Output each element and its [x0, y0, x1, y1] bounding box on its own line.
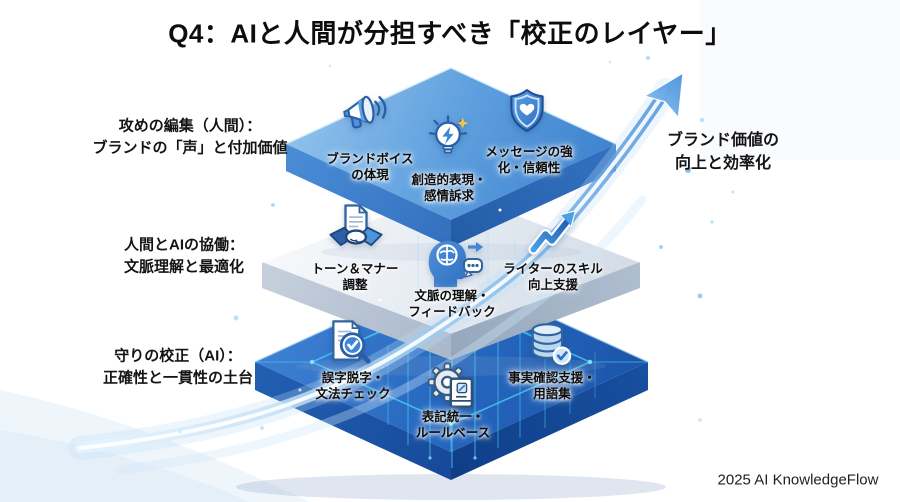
credit-text: 2025 AI KnowledgeFlow — [717, 471, 879, 489]
side-label-collaboration: 人間とAIの協働： 文脈理解と最適化 — [123, 236, 245, 275]
side-label-defense: 守りの校正（AI）： 正確性と一貫性の土台 — [102, 347, 254, 386]
item-label-brand-voice: ブランドボイス の体現 — [326, 151, 414, 182]
bottom-shadow — [236, 474, 666, 500]
document-check-icon — [321, 318, 375, 372]
page-title: Q4：AIと人間が分担すべき「校正のレイヤー」 — [168, 18, 732, 49]
item-label-style-rulebase: 表記統一・ ルールベース — [415, 409, 491, 440]
item-label-tone-manner: トーン＆マナー 調整 — [311, 261, 399, 292]
gear-rulebook-icon — [424, 360, 480, 416]
item-label-writer-skill: ライターのスキル 向上支援 — [503, 261, 603, 292]
item-label-context-feedback: 文脈の理解・ フィードバック — [408, 288, 496, 319]
item-label-fact-check-glossary: 事実確認支援・ 用語集 — [508, 370, 596, 401]
growth-chart-icon — [527, 205, 579, 257]
item-label-typo-grammar: 誤字脱字・ 文法チェック — [315, 370, 391, 401]
database-check-icon — [523, 320, 575, 372]
item-label-creative-expression: 創造的表現・ 感情訴求 — [411, 172, 487, 203]
shield-heart-icon — [502, 86, 552, 136]
brain-feedback-icon — [420, 233, 484, 289]
growth-swoosh-arrow — [68, 71, 684, 475]
handshake-document-icon — [328, 202, 384, 258]
lightbulb-icon — [421, 113, 475, 167]
megaphone-icon — [336, 87, 388, 139]
side-label-offense: 攻めの編集（人間）： ブランドの「声」と付加価値 — [92, 117, 288, 156]
particles — [178, 56, 735, 434]
item-label-message-strength: メッセージの強 化・信頼性 — [485, 144, 573, 175]
outcome-label: ブランド価値の 向上と効率化 — [666, 131, 780, 172]
